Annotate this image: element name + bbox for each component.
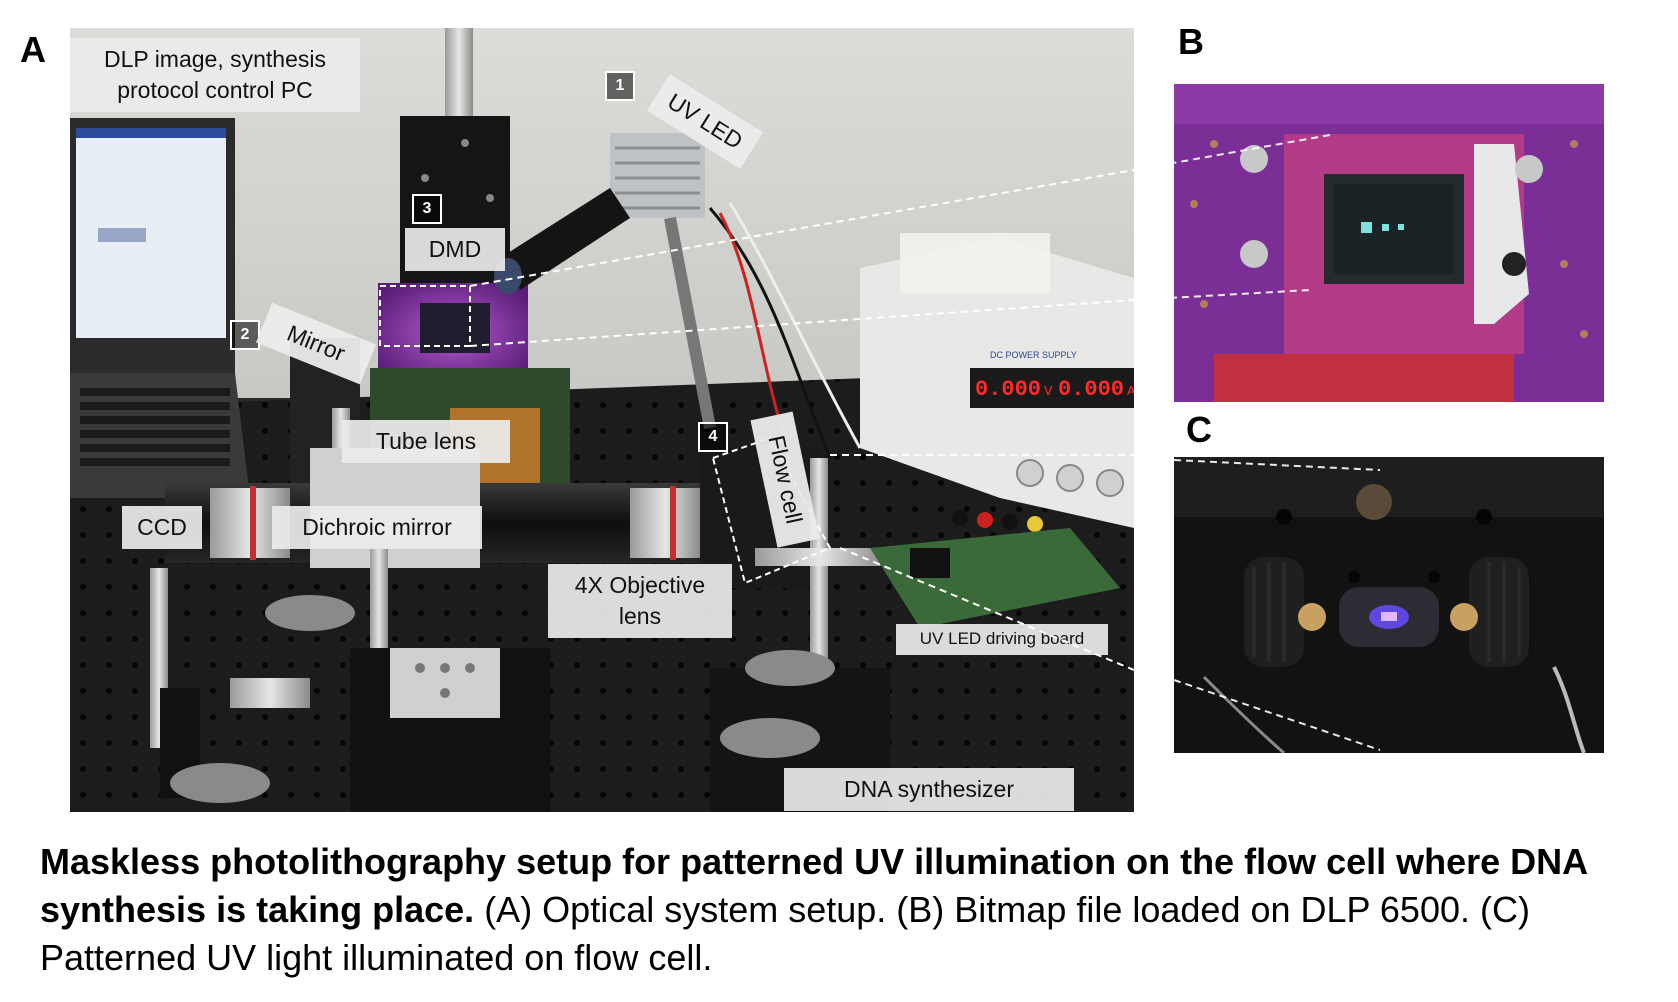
power-supply-display-left: 0.000 [975, 377, 1041, 402]
dmd-closeup-illustration [1174, 84, 1604, 402]
label-objective-lens: 4X Objective lens [548, 564, 732, 639]
caption-body: (A) Optical system setup. (B) Bitmap fil… [40, 889, 1530, 978]
label-control-pc: DLP image, synthesis protocol control PC [70, 38, 360, 113]
power-supply-display-right: 0.000 [1058, 377, 1124, 402]
label-dmd: DMD [405, 228, 505, 272]
caption-title: Maskless photolithography setup for patt… [40, 841, 1587, 930]
marker-2: 2 [230, 320, 260, 350]
marker-4: 4 [698, 422, 728, 452]
power-supply-unit-left: V [1044, 384, 1053, 400]
dmd-bitmap-photo [1174, 84, 1604, 402]
label-control-pc-line1: DLP image, synthesis [103, 46, 326, 72]
panel-b-letter: B [1178, 21, 1204, 62]
flow-cell-closeup-illustration [1174, 457, 1604, 753]
marker-1: 1 [605, 71, 635, 101]
label-dna-synthesizer: DNA synthesizer [784, 768, 1074, 812]
panel-a-letter: A [20, 29, 46, 70]
label-dichroic-mirror: Dichroic mirror [272, 506, 482, 550]
label-objective-line2: lens [618, 603, 662, 630]
label-objective-line1: 4X Objective [574, 572, 706, 598]
label-control-pc-line2: protocol control PC [117, 77, 313, 104]
power-supply-unit-right: A [1127, 384, 1134, 400]
power-supply-brand: DC POWER SUPPLY [990, 350, 1077, 360]
label-uv-led-driving-board: UV LED driving board [896, 624, 1108, 655]
panel-c-letter: C [1186, 409, 1212, 450]
label-ccd: CCD [122, 506, 202, 550]
optical-setup-photo: 0.000 V 0.000 A DC POWER SUPPLY DLP imag… [70, 28, 1134, 812]
label-tube-lens: Tube lens [342, 420, 510, 464]
figure-caption: Maskless photolithography setup for patt… [40, 838, 1660, 982]
optical-setup-illustration: 0.000 V 0.000 A DC POWER SUPPLY [70, 28, 1134, 812]
flow-cell-illumination-photo [1174, 457, 1604, 753]
marker-3: 3 [412, 194, 442, 224]
